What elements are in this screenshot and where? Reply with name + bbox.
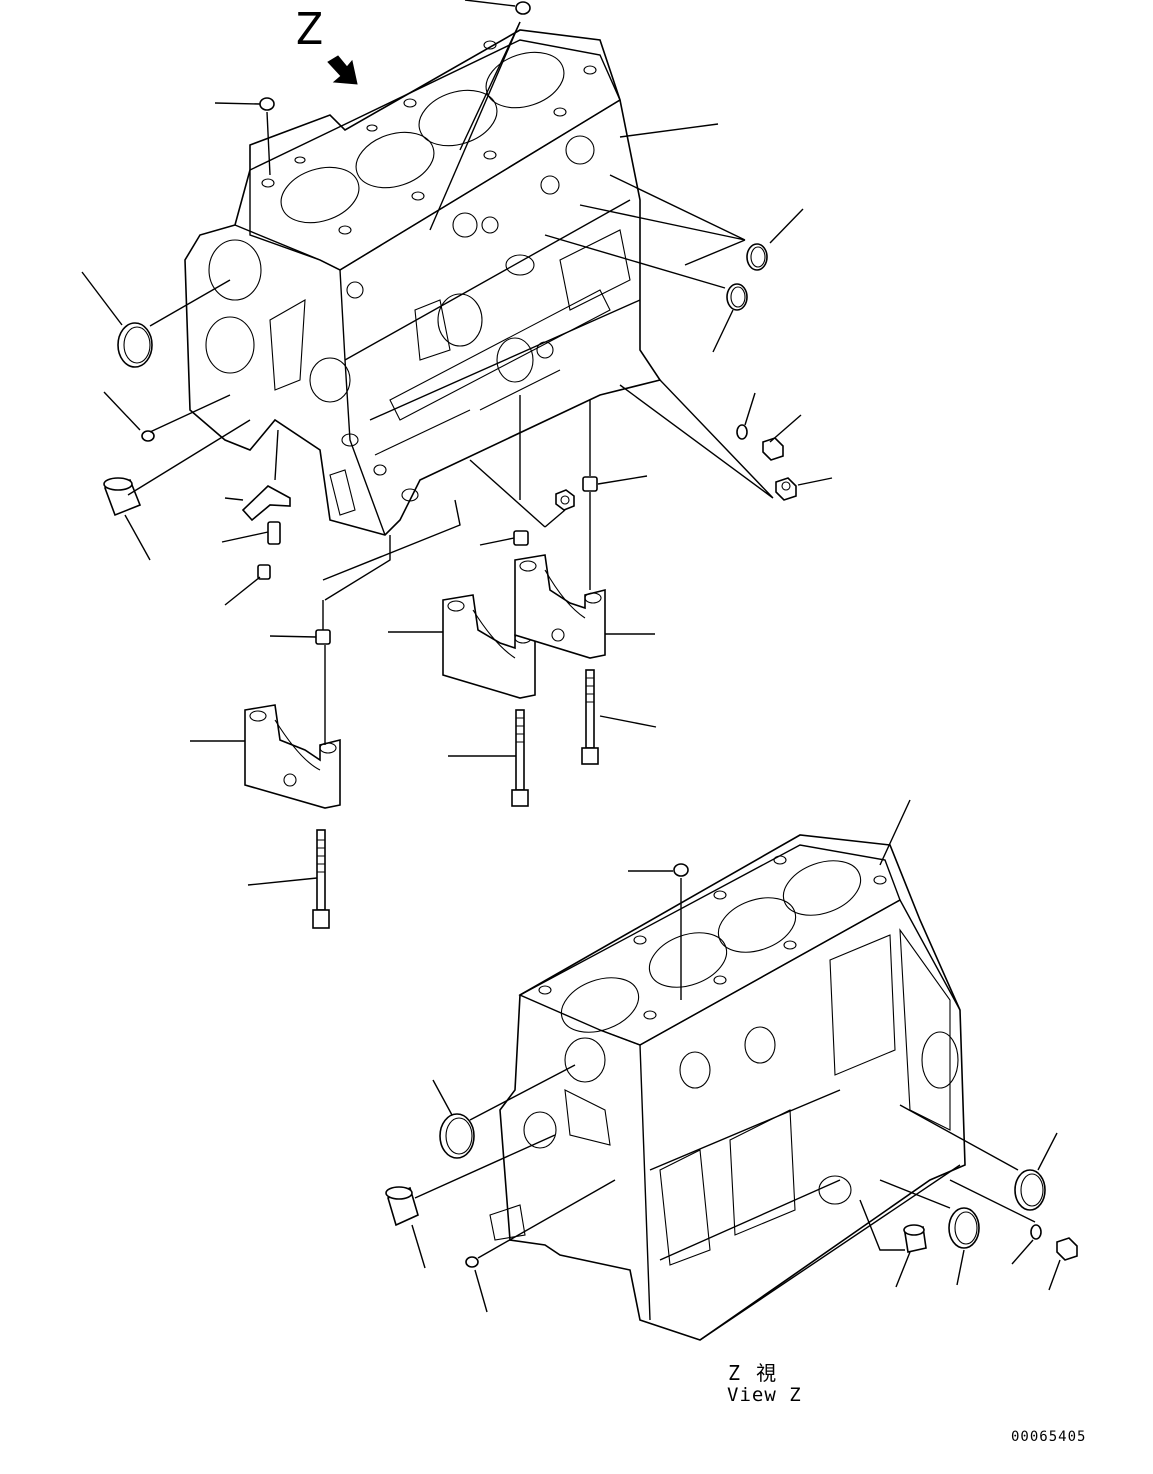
drawing-number: 00065405 [1011, 1429, 1087, 1445]
bracket [241, 485, 291, 522]
expansion-plug-d [439, 1113, 475, 1159]
main-bearing-cap-3 [514, 554, 606, 659]
cylinder-block-view-z [489, 834, 966, 1341]
cam-bushing-b [385, 1186, 419, 1227]
expansion-plug-c [726, 283, 748, 311]
orifice-a [736, 424, 748, 440]
main-bearing-cap-bolt-3 [581, 669, 599, 765]
plug-small-a [141, 430, 155, 442]
dowel-pin-a [315, 629, 331, 645]
cam-bushing-c [903, 1224, 927, 1253]
view-caption-japanese: Z 視 [728, 1361, 779, 1385]
plug-small-c [257, 564, 271, 580]
view-marker-label: Z [296, 4, 324, 55]
expansion-plug-b [746, 243, 768, 271]
dowel-pin-c [582, 476, 598, 492]
expansion-plug-f [1014, 1169, 1046, 1211]
plug-hex-a [555, 489, 575, 511]
plug-small-b [465, 1256, 479, 1268]
plug-top-c [673, 863, 689, 877]
plug-top-b [259, 97, 275, 111]
plug-threaded-a [762, 437, 784, 461]
dowel-pin-b [513, 530, 529, 546]
leader-lines [81, 0, 1061, 1313]
expansion-plug-e [948, 1207, 980, 1249]
view-caption-english: View Z [727, 1384, 802, 1406]
main-bearing-cap-bolt-2 [511, 709, 529, 807]
main-bearing-cap-bolt-1 [312, 829, 330, 929]
orifice-b [1030, 1224, 1042, 1240]
main-bearing-cap-1 [244, 704, 341, 809]
expansion-plug-a [117, 322, 153, 368]
plug-threaded-c [1056, 1237, 1078, 1261]
bolt-small [267, 521, 281, 545]
plug-top-a [515, 1, 531, 15]
cylinder-block-upper [184, 29, 662, 536]
view-direction-arrow-icon [327, 55, 358, 85]
cam-bushing-a [103, 477, 142, 517]
plug-threaded-b [775, 477, 797, 501]
